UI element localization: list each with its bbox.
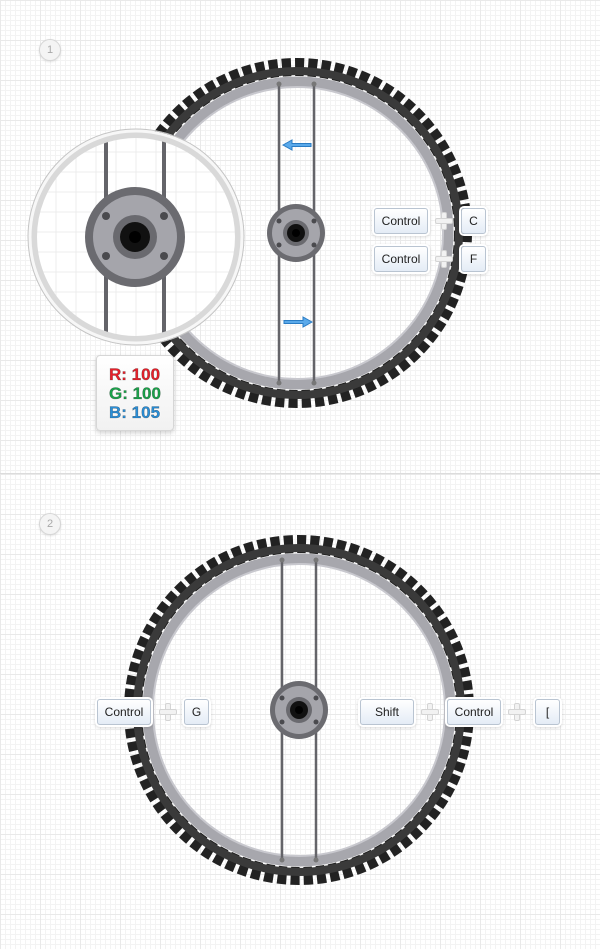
spoke-end-dot	[276, 380, 282, 386]
step-1-badge: 1	[39, 39, 61, 61]
spoke-hole	[279, 695, 285, 701]
spoke-end-dot	[279, 857, 285, 863]
step-1-illustration	[27, 58, 472, 408]
step-1-panel: 1	[0, 0, 600, 473]
plus-icon	[159, 703, 177, 721]
rim-2-highlight	[152, 563, 446, 857]
key-g: G	[184, 699, 209, 725]
plus-icon	[421, 703, 439, 721]
key-control: Control	[447, 699, 501, 725]
spoke-hole	[276, 242, 282, 248]
plus-icon	[435, 250, 453, 268]
step-divider	[0, 473, 600, 474]
key-control: Control	[374, 208, 428, 234]
step-2-panel: 2 Control G Shift Control	[0, 474, 600, 949]
hub-1-bore	[292, 229, 300, 237]
red-value: R: 100	[109, 365, 161, 385]
spoke-end-dot	[311, 380, 317, 386]
key-shift: Shift	[360, 699, 414, 725]
magnified-hub	[36, 137, 236, 337]
green-value: G: 100	[109, 384, 162, 404]
spoke-hole	[311, 218, 317, 224]
color-readout-box: R: 100 G: 100 B: 105	[96, 355, 174, 431]
hub-2-bore	[295, 706, 303, 714]
key-control: Control	[97, 699, 151, 725]
key-left-bracket: [	[535, 699, 560, 725]
step-2-badge: 2	[39, 513, 61, 535]
spoke-hole	[313, 719, 319, 725]
spoke-end-dot	[279, 557, 285, 563]
plus-icon	[508, 703, 526, 721]
spoke-hole	[279, 719, 285, 725]
spoke-end-dot	[311, 81, 317, 87]
spoke-hole	[313, 695, 319, 701]
spoke-hole	[276, 218, 282, 224]
spoke-end-dot	[313, 857, 319, 863]
spoke-end-dot	[276, 81, 282, 87]
key-control: Control	[374, 246, 428, 272]
spoke-hole	[311, 242, 317, 248]
magnifier-lens	[27, 128, 245, 346]
blue-value: B: 105	[109, 403, 161, 423]
arrow-right-icon	[283, 316, 314, 328]
key-f: F	[461, 246, 486, 272]
arrow-left-icon	[281, 139, 312, 151]
plus-icon	[435, 212, 453, 230]
key-c: C	[461, 208, 486, 234]
spoke-end-dot	[313, 557, 319, 563]
wheel-2	[124, 535, 474, 885]
